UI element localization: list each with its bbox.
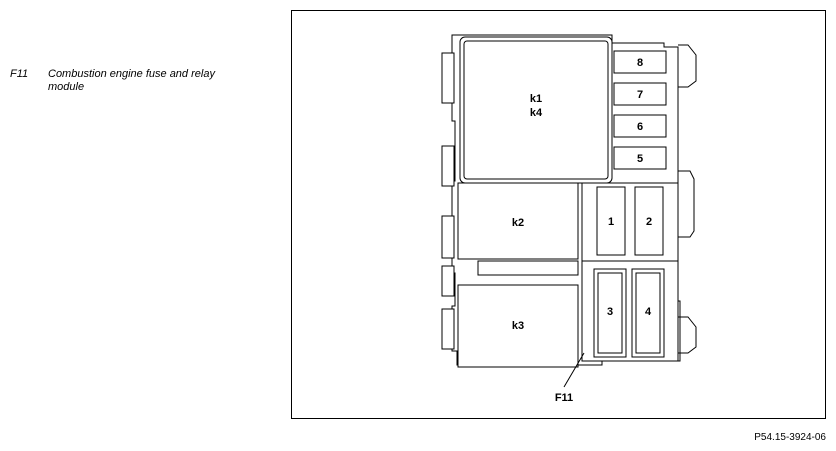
fuse-4 bbox=[631, 268, 665, 358]
fuse-relay-module-diagram: k1 k4 8 7 6 5 k2 1 2 k3 3 4 F1 bbox=[441, 34, 697, 404]
right-clip bbox=[678, 316, 697, 354]
fuse-7 bbox=[613, 82, 667, 106]
relay-k2 bbox=[457, 182, 579, 260]
fuse-block-lower bbox=[581, 260, 679, 362]
separator-strip bbox=[477, 260, 579, 276]
fuse-5-label: 5 bbox=[637, 153, 643, 165]
fuse-3 bbox=[593, 268, 627, 358]
right-clip bbox=[678, 44, 697, 88]
callout-label: F11 bbox=[555, 392, 573, 404]
relay-k1-label: k1 bbox=[530, 93, 542, 105]
callout-leader-line bbox=[563, 352, 585, 388]
module-housing bbox=[451, 34, 681, 366]
fuse-block-upper bbox=[581, 182, 679, 262]
fuse-5 bbox=[613, 146, 667, 170]
fuse-1-label: 1 bbox=[608, 216, 614, 228]
legend-description: Combustion engine fuse and relay module bbox=[48, 68, 215, 93]
relay-k1-k4-inner bbox=[463, 40, 609, 180]
fuse-8 bbox=[613, 50, 667, 74]
fuse-6-label: 6 bbox=[637, 121, 643, 133]
fuse-4-inner bbox=[635, 272, 661, 354]
right-clip bbox=[678, 170, 695, 238]
side-tab bbox=[441, 52, 455, 104]
side-tab bbox=[441, 308, 455, 350]
legend-code: F11 bbox=[10, 68, 29, 80]
fuse-8-label: 8 bbox=[637, 57, 643, 69]
side-tab bbox=[441, 145, 455, 187]
side-tab bbox=[441, 265, 455, 297]
relay-k4-label: k4 bbox=[530, 107, 543, 119]
fuse-3-label: 3 bbox=[607, 306, 613, 318]
side-tab bbox=[441, 215, 455, 259]
fuse-4-label: 4 bbox=[645, 306, 652, 318]
relay-k3-label: k3 bbox=[512, 320, 524, 332]
fuse-2-label: 2 bbox=[646, 216, 652, 228]
relay-k3 bbox=[457, 284, 579, 368]
fuse-7-label: 7 bbox=[637, 89, 643, 101]
diagram-frame: k1 k4 8 7 6 5 k2 1 2 k3 3 4 F1 bbox=[291, 10, 826, 419]
fuse-6 bbox=[613, 114, 667, 138]
fuse-3-inner bbox=[597, 272, 623, 354]
fuse-1 bbox=[596, 186, 626, 256]
figure-reference: P54.15-3924-06 bbox=[754, 432, 826, 443]
relay-k2-label: k2 bbox=[512, 217, 524, 229]
fuse-2 bbox=[634, 186, 664, 256]
